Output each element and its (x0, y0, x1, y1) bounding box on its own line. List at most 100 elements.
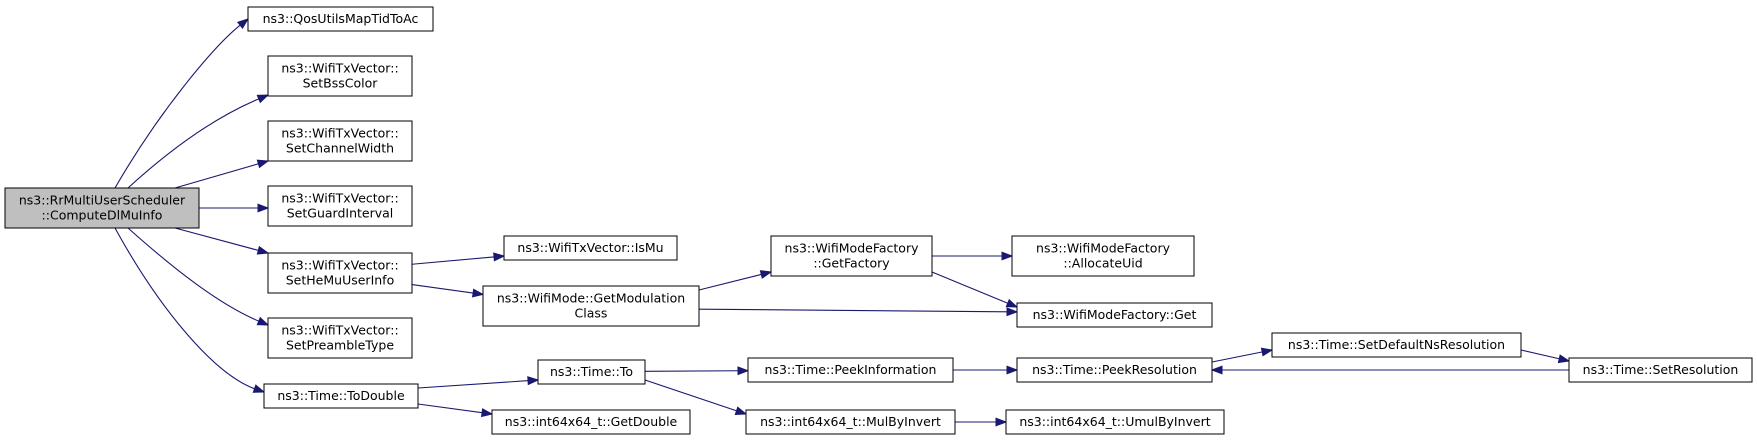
node-box (1016, 357, 1213, 383)
node-factory-get[interactable]: ns3::WifiModeFactory::Get (1016, 302, 1213, 328)
arrowhead (1001, 251, 1014, 261)
node-label: ns3::WifiTxVector:: (281, 258, 398, 273)
edge-set-he-mu-user-info-to-get-mod-class (411, 284, 485, 298)
node-label: SetBssColor (303, 76, 379, 91)
arrowhead (256, 316, 270, 326)
node-label: ns3::Time::SetDefaultNsResolution (1288, 337, 1505, 352)
edge-line (174, 227, 260, 252)
node-time-to[interactable]: ns3::Time::To (537, 359, 646, 385)
edge-peek-resolution-to-set-default-ns-res (1211, 347, 1274, 363)
edge-line (644, 370, 740, 372)
edge-line (644, 379, 738, 412)
edge-get-factory-to-factory-get (931, 271, 1019, 308)
edge-set-default-ns-res-to-set-resolution (1520, 349, 1571, 364)
arrowhead (256, 245, 270, 255)
arrowhead (759, 270, 773, 279)
node-set-resolution[interactable]: ns3::Time::SetResolution (1568, 357, 1753, 383)
arrowhead (1260, 347, 1274, 357)
node-box (1271, 332, 1522, 358)
node-qos[interactable]: ns3::QosUtilsMapTidToAc (247, 6, 434, 32)
node-box (537, 359, 646, 385)
node-box (482, 285, 700, 327)
edge-to-double-to-time-to (417, 376, 540, 389)
node-is-mu[interactable]: ns3::WifiTxVector::IsMu (503, 235, 678, 261)
node-peek-information[interactable]: ns3::Time::PeekInformation (747, 357, 954, 383)
node-label: ns3::Time::PeekInformation (765, 362, 937, 377)
node-set-channel-width[interactable]: ns3::WifiTxVector::SetChannelWidth (267, 120, 413, 162)
arrowhead (256, 159, 270, 169)
node-allocate-uid[interactable]: ns3::WifiModeFactory::AllocateUid (1011, 235, 1195, 277)
arrowhead (236, 18, 250, 30)
node-box (4, 187, 200, 229)
node-label: Class (575, 306, 608, 321)
edge-line (127, 97, 260, 189)
node-label: ns3::WifiTxVector::IsMu (517, 240, 663, 255)
node-label: ns3::int64x64_t::MulByInvert (760, 414, 941, 429)
arrowhead (252, 384, 266, 393)
edge-line (417, 403, 484, 414)
node-label: SetChannelWidth (286, 141, 394, 156)
node-box (267, 55, 413, 97)
nodes-layer: ns3::RrMultiUserScheduler::ComputeDlMuIn… (4, 6, 1753, 435)
node-set-preamble-type[interactable]: ns3::WifiTxVector::SetPreambleType (267, 317, 413, 359)
edge-root-to-set-preamble-type (127, 227, 270, 326)
node-box (267, 317, 413, 359)
node-box (491, 409, 691, 435)
node-label: ns3::RrMultiUserScheduler (19, 193, 186, 208)
edge-root-to-set-guard-interval (199, 203, 270, 213)
edge-line (698, 273, 763, 291)
arrowhead (257, 203, 270, 213)
edges-layer (114, 18, 1571, 427)
edge-line (127, 227, 260, 323)
node-box (747, 357, 954, 383)
node-set-guard-interval[interactable]: ns3::WifiTxVector::SetGuardInterval (267, 185, 413, 227)
arrowhead (471, 288, 485, 298)
node-root[interactable]: ns3::RrMultiUserScheduler::ComputeDlMuIn… (4, 187, 200, 229)
edge-line (174, 162, 260, 189)
node-label: ns3::Time::ToDouble (277, 388, 405, 403)
node-get-factory[interactable]: ns3::WifiModeFactory::GetFactory (770, 235, 933, 277)
node-label: SetPreambleType (286, 338, 394, 353)
arrowhead (1210, 365, 1223, 375)
edge-line (114, 24, 242, 189)
arrowhead (737, 366, 750, 376)
edge-time-to-to-mul-by-invert (644, 379, 748, 415)
edge-root-to-set-he-mu-user-info (174, 227, 270, 255)
node-box (267, 252, 413, 294)
node-label: ::ComputeDlMuInfo (42, 208, 163, 223)
node-box (1016, 302, 1213, 328)
edge-line (417, 380, 530, 389)
edge-root-to-set-bss-color (127, 94, 270, 189)
node-box (263, 383, 419, 409)
edge-set-resolution-to-peek-resolution (1210, 365, 1569, 375)
node-set-default-ns-res[interactable]: ns3::Time::SetDefaultNsResolution (1271, 332, 1522, 358)
edge-get-factory-to-allocate-uid (932, 251, 1014, 261)
node-box (1568, 357, 1753, 383)
edge-get-mod-class-to-factory-get (698, 307, 1019, 317)
node-box (745, 409, 956, 435)
node-mul-by-invert[interactable]: ns3::int64x64_t::MulByInvert (745, 409, 956, 435)
node-label: ns3::WifiMode::GetModulation (497, 291, 685, 306)
arrowhead (1006, 307, 1019, 317)
node-to-double[interactable]: ns3::Time::ToDouble (263, 383, 419, 409)
node-set-he-mu-user-info[interactable]: ns3::WifiTxVector::SetHeMuUserInfo (267, 252, 413, 294)
node-label: ns3::WifiTxVector:: (281, 191, 398, 206)
node-peek-resolution[interactable]: ns3::Time::PeekResolution (1016, 357, 1213, 383)
edge-root-to-set-channel-width (174, 159, 270, 189)
node-label: ns3::WifiTxVector:: (281, 61, 398, 76)
node-label: ::AllocateUid (1063, 256, 1142, 271)
node-label: ns3::WifiTxVector:: (281, 323, 398, 338)
edge-line (411, 256, 496, 265)
node-umul-by-invert[interactable]: ns3::int64x64_t::UmulByInvert (1005, 409, 1225, 435)
node-set-bss-color[interactable]: ns3::WifiTxVector::SetBssColor (267, 55, 413, 97)
edge-line (931, 271, 1009, 305)
node-box (1011, 235, 1195, 277)
node-box (1005, 409, 1225, 435)
edge-line (1211, 351, 1264, 363)
node-get-double[interactable]: ns3::int64x64_t::GetDouble (491, 409, 691, 435)
edge-get-mod-class-to-get-factory (698, 270, 773, 291)
node-label: ns3::WifiModeFactory (785, 241, 920, 256)
node-label: ns3::int64x64_t::UmulByInvert (1019, 414, 1210, 429)
